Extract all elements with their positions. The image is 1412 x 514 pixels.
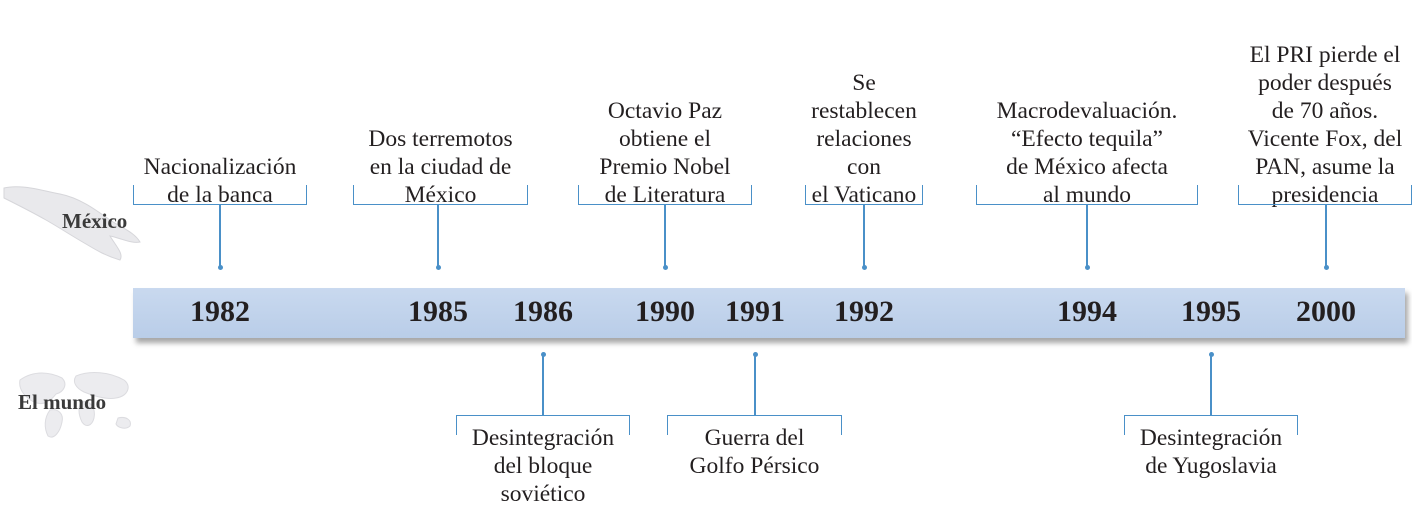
mexico-map-silhouette	[3, 186, 141, 261]
event-line: de México afecta	[1006, 154, 1168, 180]
event-line: restablecen	[811, 98, 917, 124]
timeline-bar	[133, 288, 1405, 338]
mexico-event-connector	[664, 205, 666, 267]
world-event-bracket	[667, 415, 842, 435]
event-line: de Literatura	[604, 182, 726, 208]
event-line: Dos terremotos	[368, 126, 513, 152]
event-line: Octavio Paz	[607, 98, 723, 124]
year-label: 1986	[513, 295, 573, 328]
mexico-event-connector	[863, 205, 865, 267]
event-line: al mundo	[1042, 182, 1132, 208]
event-line: con	[847, 154, 881, 180]
mexico-event-dot	[861, 265, 867, 270]
mexico-event-bracket	[805, 185, 923, 205]
world-event-bracket	[1124, 415, 1298, 435]
year-label: 1992	[834, 295, 894, 328]
year-label: 1994	[1057, 295, 1117, 328]
year-label: 2000	[1296, 295, 1356, 328]
mexico-event-connector	[437, 205, 439, 267]
mexico-event-connector	[1086, 205, 1088, 267]
event-line: de Yugoslavia	[1145, 453, 1277, 479]
event-line: Macrodevaluación.	[996, 98, 1178, 124]
event-line: obtiene el	[618, 126, 711, 152]
world-row-label: El mundo	[18, 390, 107, 414]
year-label: 1995	[1181, 295, 1241, 328]
mexico-event-bracket	[578, 185, 752, 205]
mexico-event-text: Macrodevaluación.“Efecto tequila”de Méxi…	[976, 97, 1198, 209]
world-event-connector	[1210, 354, 1212, 415]
event-line: Desintegración	[471, 425, 615, 451]
event-line: Desintegración	[1139, 425, 1283, 451]
mexico-row-label: México	[62, 209, 128, 233]
mexico-event-dot	[217, 265, 223, 270]
event-line: Premio Nobel	[599, 154, 731, 180]
mexico-event-bracket	[976, 185, 1198, 205]
event-line: del bloque	[493, 453, 593, 479]
event-line: de 70 años.	[1271, 98, 1379, 124]
mexico-event-dot	[1323, 265, 1329, 270]
event-line: relaciones	[816, 126, 912, 152]
event-line: “Efecto tequila”	[1010, 126, 1163, 152]
year-label: 1991	[725, 295, 785, 328]
year-label: 1982	[190, 295, 250, 328]
event-line: México	[404, 182, 477, 208]
event-line: El PRI pierde el	[1249, 42, 1401, 68]
event-line: Golfo Pérsico	[689, 453, 820, 479]
event-line: Se	[852, 70, 876, 96]
world-event-connector	[754, 354, 756, 415]
world-event-bracket	[456, 415, 630, 435]
mexico-event-connector	[1325, 205, 1327, 267]
event-line: Vicente Fox, del	[1247, 126, 1403, 152]
mexico-event-dot	[1084, 265, 1090, 270]
event-line: Nacionalización	[143, 154, 297, 180]
mexico-event-bracket	[133, 185, 307, 205]
year-label: 1985	[408, 295, 468, 328]
mexico-event-connector	[219, 205, 221, 267]
event-line: Guerra del	[704, 425, 805, 451]
event-line: de la banca	[167, 182, 273, 208]
event-line: en la ciudad de	[369, 154, 512, 180]
mexico-event-bracket	[353, 185, 528, 205]
world-event-connector	[542, 354, 544, 415]
event-line: soviético	[500, 481, 586, 507]
mexico-event-dot	[662, 265, 668, 270]
mexico-event-bracket	[1238, 185, 1412, 205]
event-line: PAN, asume la	[1255, 154, 1395, 180]
year-label: 1990	[635, 295, 695, 328]
event-line: poder después	[1258, 70, 1392, 96]
world-map-silhouette	[19, 372, 131, 438]
event-line: el Vaticano	[811, 182, 917, 208]
mexico-event-dot	[435, 265, 441, 270]
event-line: presidencia	[1271, 182, 1379, 208]
